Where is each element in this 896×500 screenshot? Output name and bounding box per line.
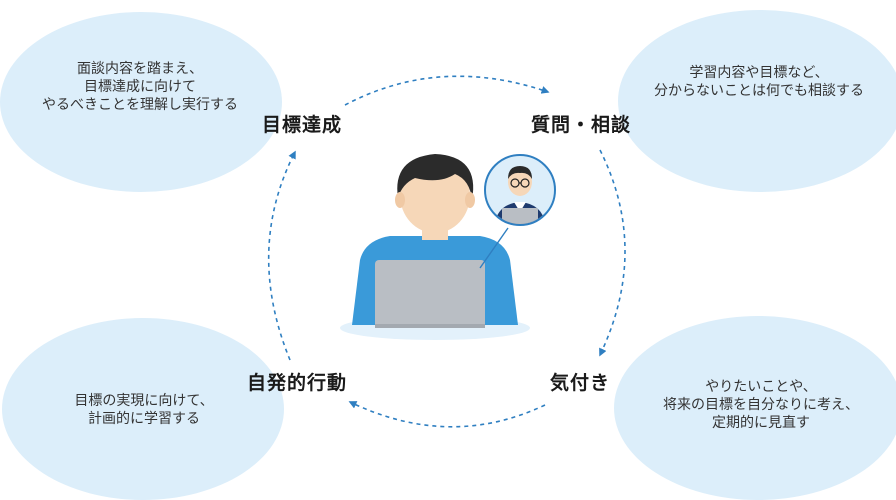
bubble-line: 目標の実現に向けて、: [74, 393, 214, 409]
laptop: [375, 260, 485, 328]
arrow-action-to-goal: [267, 150, 296, 361]
mentor-hair: [508, 166, 532, 179]
stage-awareness: 気付き: [550, 372, 611, 394]
mentor-head: [508, 168, 532, 196]
student-ear-left: [395, 192, 405, 208]
bubble-bottom-left: [2, 318, 284, 500]
bubble-line: 目標達成に向けて: [84, 79, 196, 95]
mentor-laptop: [502, 208, 538, 224]
mentor-collar: [514, 202, 526, 212]
arrow-question-to-awareness: [599, 149, 626, 357]
connector-line: [479, 227, 509, 269]
student-ear-right: [465, 192, 475, 208]
bubble-top-left-text: 面談内容を踏まえ、 目標達成に向けて やるべきことを理解し実行する: [20, 60, 260, 114]
bubble-bottom-right-text: やりたいことや、 将来の目標を自分なりに考え、 定期的に見直す: [630, 378, 892, 432]
stage-action: 自発的行動: [247, 372, 348, 394]
laptop-edge: [375, 324, 485, 328]
bubble-bottom-left-text: 目標の実現に向けて、 計画的に学習する: [24, 392, 264, 428]
bubble-line: 定期的に見直す: [712, 415, 810, 431]
bubble-line: 計画的に学習する: [88, 411, 200, 427]
bubble-line: 面談内容を踏まえ、: [77, 61, 203, 77]
student-illustration: [340, 154, 530, 340]
bubble-top-right: [618, 10, 896, 192]
bubble-line: やるべきことを理解し実行する: [42, 97, 238, 113]
student-hair: [397, 154, 474, 200]
arrow-goal-to-question: [344, 75, 550, 106]
bubble-line: 学習内容や目標など、: [689, 65, 829, 81]
bubble-line: やりたいことや、: [705, 379, 817, 395]
bubble-line: 分からないことは何でも相談する: [654, 83, 864, 99]
stage-goal: 目標達成: [262, 114, 343, 136]
bubble-bottom-right: [614, 316, 896, 500]
bubble-line: 将来の目標を自分なりに考え、: [663, 397, 859, 413]
bubble-top-left: [0, 12, 282, 192]
stage-question: 質問・相談: [531, 114, 632, 136]
mentor-avatar: [484, 154, 556, 226]
arrow-awareness-to-action: [348, 401, 546, 428]
bubble-top-right-text: 学習内容や目標など、 分からないことは何でも相談する: [628, 64, 890, 100]
